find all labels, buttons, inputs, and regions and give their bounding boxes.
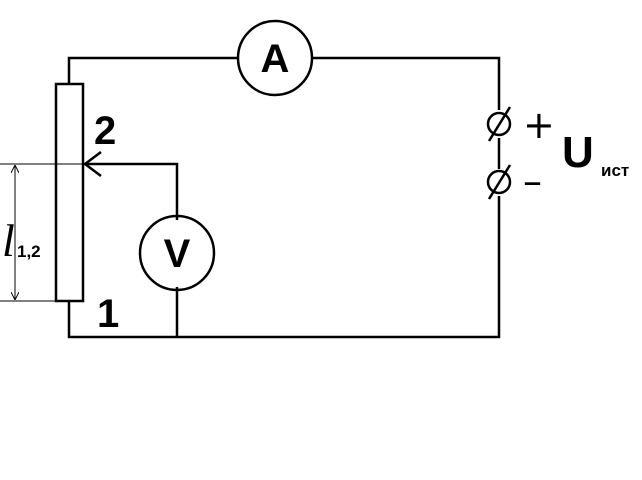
plus-sign: + (523, 103, 555, 147)
length-dimension (0, 163, 85, 302)
source-voltage-subscript: ист (601, 161, 629, 180)
source-terminal-positive (486, 106, 512, 142)
voltmeter-circle (138, 214, 216, 292)
length-subscript: 1,2 (17, 242, 41, 261)
terminal-circle-negative (486, 169, 512, 195)
voltmeter: V (138, 214, 216, 292)
voltmeter-label: V (164, 232, 191, 276)
wire-bottom (67, 196, 501, 339)
source-voltage-symbol: U (562, 128, 594, 177)
circuit-wires (67, 56, 501, 339)
ammeter-circle (236, 19, 314, 97)
wire-slider (85, 162, 179, 220)
rheostat (54, 82, 85, 303)
wire-top-left (67, 56, 238, 84)
terminal-circle-positive (486, 111, 512, 137)
terminal-2-label: 2 (94, 109, 116, 153)
ammeter: A (236, 19, 314, 97)
minus-sign: – (523, 159, 542, 203)
terminal-1-label: 1 (97, 292, 119, 336)
terminal-slash-positive (487, 106, 512, 142)
length-symbol: l (2, 215, 15, 266)
wire-top-right (312, 56, 501, 110)
source-terminal-negative (486, 164, 512, 200)
terminal-slash-negative (487, 164, 512, 200)
ammeter-label: A (261, 37, 290, 81)
